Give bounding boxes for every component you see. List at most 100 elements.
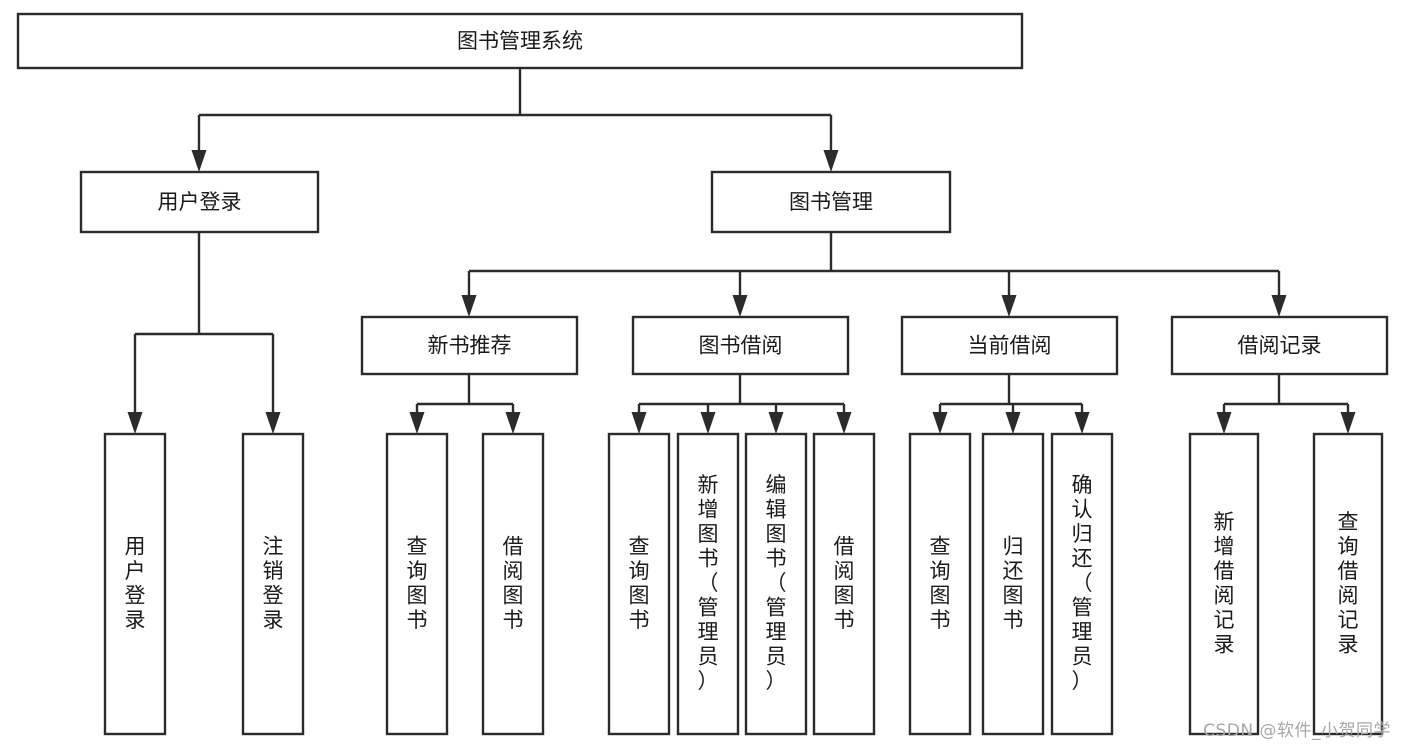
node-box[interactable] xyxy=(360,315,579,376)
arrow-head-icon xyxy=(836,412,852,434)
csdn-watermark: CSDN @软件_小贺同学 xyxy=(1203,721,1391,741)
arrow-head-icon xyxy=(1005,412,1021,434)
connector-borrow-record-drop-1 xyxy=(1216,404,1232,434)
arrow-head-icon xyxy=(700,412,716,434)
node-leaf-leaf-add-book[interactable]: 新增图书（管理员） xyxy=(676,432,740,736)
node-box[interactable] xyxy=(1170,315,1389,376)
node-leaf-leaf-user-login[interactable]: 用户登录 xyxy=(103,432,167,736)
connector-current-borrow-drop-1 xyxy=(932,404,948,434)
connector-book-borrow-drop-1 xyxy=(631,404,647,434)
node-level3-book-borrow[interactable]: 图书借阅 xyxy=(631,315,850,376)
node-leaf-leaf-confirm-return[interactable]: 确认归还（管理员） xyxy=(1050,432,1114,736)
arrow-head-icon xyxy=(1001,295,1017,317)
node-label: 新增图书（管理员） xyxy=(698,473,719,693)
node-level3-borrow-record[interactable]: 借阅记录 xyxy=(1170,315,1389,376)
arrow-head-icon xyxy=(1340,412,1356,434)
connector-borrow-record-drop-2 xyxy=(1340,404,1356,434)
node-box[interactable] xyxy=(1188,432,1260,736)
node-label: 借阅图书 xyxy=(834,534,855,632)
arrow-head-icon xyxy=(1216,412,1232,434)
connector-book-manage-drop-4 xyxy=(1271,271,1287,317)
arrow-head-icon xyxy=(732,295,748,317)
node-label: 借阅图书 xyxy=(503,534,524,632)
node-box[interactable] xyxy=(676,432,740,736)
connector-new-book-rec-drop-1 xyxy=(409,404,425,434)
arrow-head-icon xyxy=(932,412,948,434)
node-leaf-leaf-query-book-bor[interactable]: 查询图书 xyxy=(607,432,671,736)
connector-root-drop-book-manage xyxy=(823,115,839,172)
node-label: 归还图书 xyxy=(1003,534,1024,632)
node-level3-current-borrow[interactable]: 当前借阅 xyxy=(900,315,1119,376)
node-level2-book-manage[interactable]: 图书管理 xyxy=(710,170,952,234)
connector-layer xyxy=(127,68,1356,434)
node-box[interactable] xyxy=(710,170,952,234)
node-root-system[interactable]: 图书管理系统 xyxy=(16,12,1024,70)
node-box[interactable] xyxy=(1050,432,1114,736)
node-label: 图书管理 xyxy=(789,190,873,214)
node-label: 查询图书 xyxy=(629,534,650,632)
node-level2-user-login[interactable]: 用户登录 xyxy=(79,170,320,234)
node-box[interactable] xyxy=(1312,432,1384,736)
arrow-head-icon xyxy=(1074,412,1090,434)
node-box[interactable] xyxy=(981,432,1045,736)
node-label: 图书借阅 xyxy=(699,334,783,358)
node-box[interactable] xyxy=(481,432,545,736)
node-leaf-leaf-logout[interactable]: 注销登录 xyxy=(241,432,305,736)
connector-book-manage-drop-2 xyxy=(732,271,748,317)
node-leaf-leaf-borrow-book-bor[interactable]: 借阅图书 xyxy=(812,432,876,736)
arrow-head-icon xyxy=(191,150,207,172)
connector-current-borrow-drop-3 xyxy=(1074,404,1090,434)
node-label: 查询图书 xyxy=(407,534,428,632)
connector-book-manage-drop-3 xyxy=(1001,271,1017,317)
connector-root-drop-user-login xyxy=(191,115,207,172)
node-box[interactable] xyxy=(607,432,671,736)
node-leaf-leaf-return-book[interactable]: 归还图书 xyxy=(981,432,1045,736)
node-label: 查询借阅记录 xyxy=(1338,510,1359,657)
node-box[interactable] xyxy=(103,432,167,736)
connector-user-login-drop-1 xyxy=(127,334,143,434)
node-box[interactable] xyxy=(812,432,876,736)
connector-current-borrow-drop-2 xyxy=(1005,404,1021,434)
arrow-head-icon xyxy=(409,412,425,434)
arrow-head-icon xyxy=(265,412,281,434)
node-leaf-leaf-borrow-book-rec[interactable]: 借阅图书 xyxy=(481,432,545,736)
node-layer: 图书管理系统用户登录图书管理新书推荐图书借阅当前借阅借阅记录用户登录注销登录查询… xyxy=(16,12,1389,736)
node-label: 查询图书 xyxy=(930,534,951,632)
node-box[interactable] xyxy=(631,315,850,376)
connector-new-book-rec-drop-2 xyxy=(505,404,521,434)
connector-book-borrow-drop-4 xyxy=(836,404,852,434)
arrow-head-icon xyxy=(823,150,839,172)
node-box[interactable] xyxy=(16,12,1024,70)
node-leaf-leaf-query-book-cur[interactable]: 查询图书 xyxy=(908,432,972,736)
arrow-head-icon xyxy=(127,412,143,434)
node-label: 编辑图书（管理员） xyxy=(766,473,787,693)
node-label: 注销登录 xyxy=(263,534,284,632)
node-leaf-leaf-query-record[interactable]: 查询借阅记录 xyxy=(1312,432,1384,736)
arrow-head-icon xyxy=(505,412,521,434)
node-box[interactable] xyxy=(908,432,972,736)
node-label: 当前借阅 xyxy=(968,334,1052,358)
node-leaf-leaf-query-book-rec[interactable]: 查询图书 xyxy=(385,432,449,736)
node-label: 确认归还（管理员） xyxy=(1072,473,1093,693)
node-leaf-leaf-add-record[interactable]: 新增借阅记录 xyxy=(1188,432,1260,736)
node-box[interactable] xyxy=(241,432,305,736)
arrow-head-icon xyxy=(461,295,477,317)
node-box[interactable] xyxy=(744,432,808,736)
connector-book-borrow-drop-3 xyxy=(768,404,784,434)
node-label: 新增借阅记录 xyxy=(1214,510,1235,657)
node-box[interactable] xyxy=(900,315,1119,376)
node-level3-new-book-rec[interactable]: 新书推荐 xyxy=(360,315,579,376)
arrow-head-icon xyxy=(1271,295,1287,317)
arrow-head-icon xyxy=(631,412,647,434)
node-label: 用户登录 xyxy=(125,534,146,632)
node-label: 新书推荐 xyxy=(428,334,512,358)
arrow-head-icon xyxy=(768,412,784,434)
node-box[interactable] xyxy=(385,432,449,736)
node-label: 图书管理系统 xyxy=(457,29,583,53)
node-label: 借阅记录 xyxy=(1238,334,1322,358)
node-box[interactable] xyxy=(79,170,320,234)
connector-book-manage-drop-1 xyxy=(461,271,477,317)
node-leaf-leaf-edit-book[interactable]: 编辑图书（管理员） xyxy=(744,432,808,736)
